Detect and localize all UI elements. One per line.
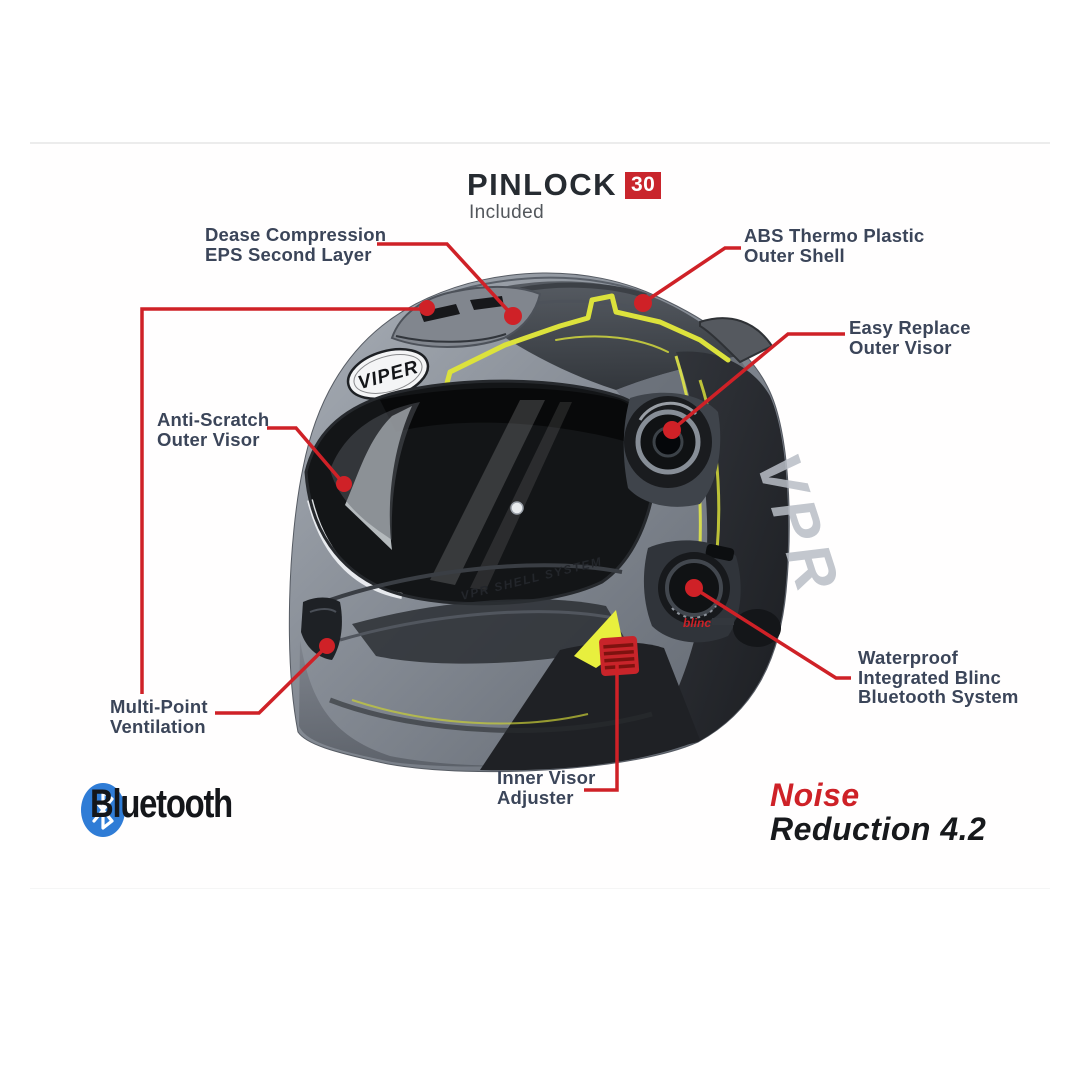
dot-multi-chin <box>319 638 335 654</box>
leader-inner-visor <box>584 664 619 792</box>
leader-lines <box>140 242 851 792</box>
leader-dease-compression <box>377 242 515 318</box>
dot-waterproof <box>685 579 703 597</box>
noise-word: Noise <box>770 777 860 813</box>
pinlock-brand-text: PINLOCK <box>467 167 617 202</box>
leader-dots <box>319 294 703 654</box>
callout-dease-compression: Dease Compression EPS Second Layer <box>205 225 386 264</box>
pinlock-30-badge: 30 <box>625 171 662 199</box>
visor-screw <box>510 501 524 515</box>
callout-line: EPS Second Layer <box>205 243 372 265</box>
yellow-pinstripes <box>432 293 731 431</box>
dot-easy <box>663 421 681 439</box>
dot-multi-top <box>419 300 435 316</box>
callout-anti-scratch-visor: Anti-Scratch Outer Visor <box>157 410 269 449</box>
dot-anti <box>336 476 352 492</box>
callout-line: Multi-Point <box>110 696 208 717</box>
leader-easy-replace <box>670 332 845 432</box>
blinc-logo-smudge <box>712 618 734 625</box>
callout-line: Ventilation <box>110 715 206 737</box>
dot-abs <box>634 294 652 312</box>
callout-easy-replace-visor: Easy Replace Outer Visor <box>849 318 971 357</box>
leader-waterproof <box>693 586 851 680</box>
callout-line: Adjuster <box>497 786 574 808</box>
callout-line: ABS Thermo Plastic <box>744 225 925 246</box>
pinlock-lockup: PINLOCK 30 <box>467 167 662 203</box>
callout-line: Outer Shell <box>744 244 845 266</box>
dot-dease <box>504 307 522 325</box>
callout-line: Inner Visor <box>497 767 596 788</box>
callout-abs-shell: ABS Thermo Plastic Outer Shell <box>744 226 924 265</box>
leader-anti-scratch <box>267 426 346 486</box>
visor-pivot <box>623 392 721 507</box>
noise-reduction-lockup: Noise Reduction 4.2 <box>770 778 986 846</box>
leader-multi-point-top <box>140 307 427 694</box>
callout-line: Integrated Blinc <box>858 666 1001 688</box>
leader-abs-shell <box>642 246 741 305</box>
reduction-word: Reduction 4.2 <box>770 811 987 847</box>
bluetooth-word: Bluetooth <box>90 782 233 826</box>
callout-line: Bluetooth System <box>858 686 1019 707</box>
pinlock-included-text: Included <box>469 202 545 223</box>
callout-line: Easy Replace <box>849 317 971 338</box>
blinc-logo-text: blinc <box>683 616 711 630</box>
leader-multi-point-chin <box>215 644 329 715</box>
viper-logo: VIPER <box>346 347 430 401</box>
chin-bar: VPR SHELL SYSTEM <box>301 554 700 771</box>
callout-waterproof-bluetooth: Waterproof Integrated Blinc Bluetooth Sy… <box>858 648 1018 707</box>
callout-multi-point-ventilation: Multi-Point Ventilation <box>110 697 208 736</box>
callout-line: Outer Visor <box>157 428 260 450</box>
callout-inner-visor-adjuster: Inner Visor Adjuster <box>497 768 596 807</box>
callout-line: Waterproof <box>858 647 958 668</box>
callout-line: Outer Visor <box>849 336 952 358</box>
callout-line: Dease Compression <box>205 224 387 245</box>
inner-visor-slider <box>599 635 640 677</box>
bluetooth-icon <box>81 783 125 837</box>
bluetooth-lockup: Bluetooth <box>80 782 263 837</box>
callout-line: Anti-Scratch <box>157 409 270 430</box>
visor <box>304 379 659 606</box>
